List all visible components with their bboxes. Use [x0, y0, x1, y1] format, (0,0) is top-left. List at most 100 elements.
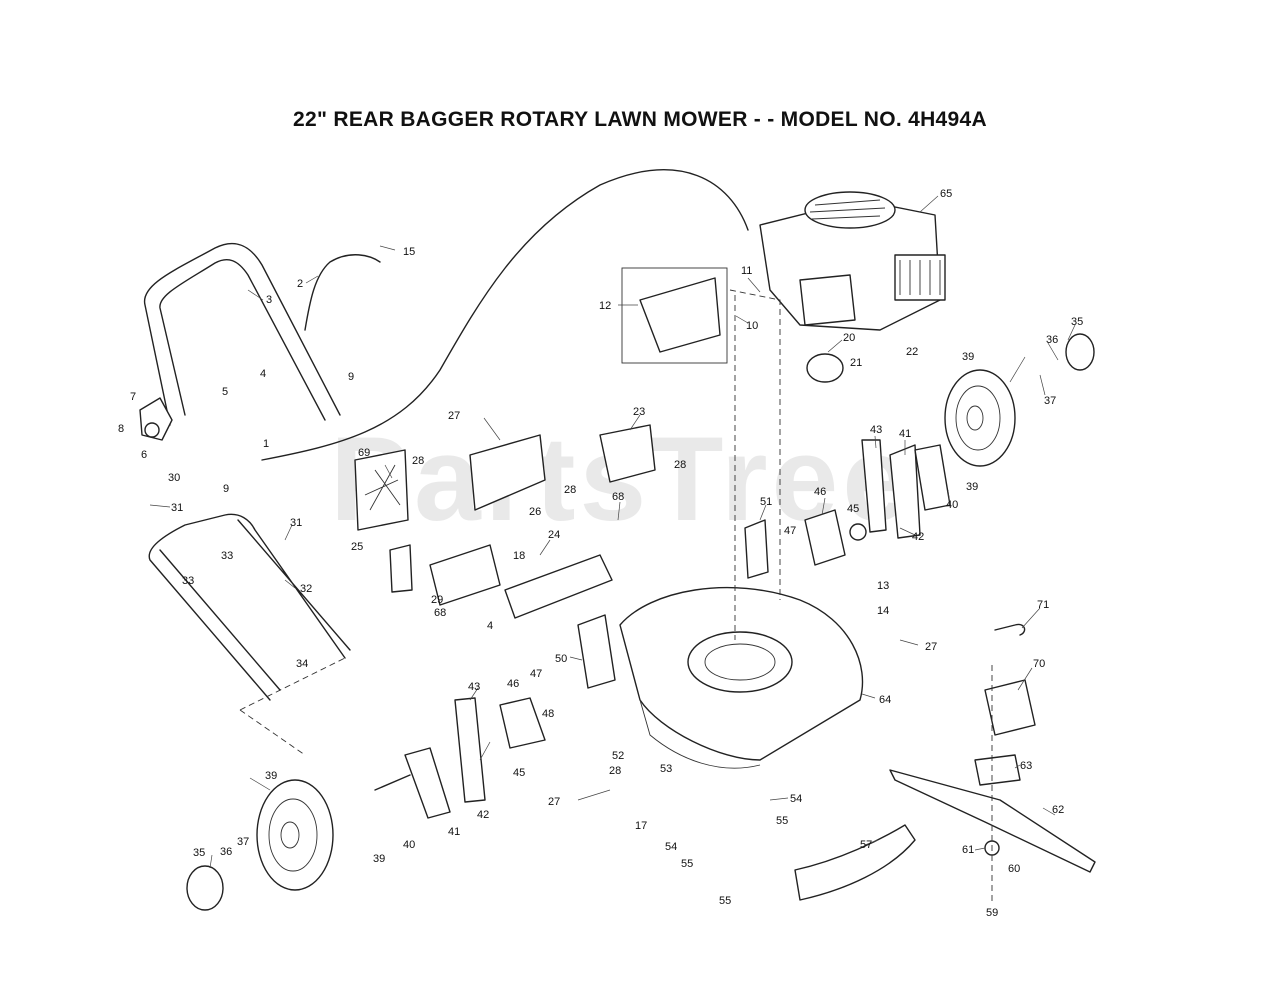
upper-handle	[143, 242, 341, 426]
front-bracket-50	[577, 614, 616, 689]
callout-14: 14	[877, 605, 889, 617]
blade-adapter-guard	[984, 679, 1036, 736]
callout-33-upper: 33	[221, 550, 233, 562]
callout-9-lower: 9	[223, 483, 229, 495]
callout-62: 62	[1052, 804, 1064, 816]
callout-52: 52	[612, 750, 624, 762]
mower-deck	[619, 289, 864, 769]
callout-29: 29	[431, 594, 443, 606]
callout-35-front: 35	[193, 847, 205, 859]
callout-5: 5	[222, 386, 228, 398]
callout-25: 25	[351, 541, 363, 553]
callout-61: 61	[962, 844, 974, 856]
rear-door	[639, 277, 721, 353]
axle-bolt-front	[374, 774, 411, 791]
bag-bracket	[469, 434, 546, 511]
hub-cap-rear	[1065, 333, 1095, 371]
callout-42-front: 42	[477, 809, 489, 821]
callout-46-front: 46	[507, 678, 519, 690]
engine	[759, 191, 946, 331]
deck-baffle	[794, 824, 916, 901]
rear-wheel	[944, 369, 1016, 467]
callout-27-right: 27	[925, 641, 937, 653]
adjuster-knob-rear	[849, 523, 867, 541]
lower-handle	[148, 513, 351, 701]
callout-27-upper: 27	[448, 410, 460, 422]
callout-21: 21	[850, 357, 862, 369]
callout-39-bolt-rear: 39	[966, 481, 978, 493]
callout-51: 51	[760, 496, 772, 508]
callout-20: 20	[843, 332, 855, 344]
callout-41-front: 41	[448, 826, 460, 838]
callout-22: 22	[906, 346, 918, 358]
callout-11: 11	[741, 265, 752, 277]
callout-65: 65	[940, 188, 952, 200]
callout-47-front: 47	[530, 668, 542, 680]
throttle-cable	[261, 169, 749, 461]
callout-28-d: 28	[609, 765, 621, 777]
callout-7: 7	[130, 391, 136, 403]
callout-45-rear: 45	[847, 503, 859, 515]
bail-knob	[144, 422, 160, 438]
adjuster-bracket-rear	[744, 519, 769, 579]
callout-50: 50	[555, 653, 567, 665]
control-cable	[304, 254, 381, 331]
callout-28-b: 28	[674, 459, 686, 471]
callout-labels: 65 15 2 3 11 12 10 20 22 21 35 36 39 37 …	[118, 188, 1083, 919]
adjuster-plate-front	[499, 697, 546, 749]
callout-55-c: 55	[719, 895, 731, 907]
callout-43-front: 43	[468, 681, 480, 693]
blade-adapter	[974, 754, 1021, 786]
callout-31-center: 31	[290, 517, 302, 529]
callout-40-front: 40	[403, 839, 415, 851]
callout-71: 71	[1037, 599, 1049, 611]
callout-59: 59	[986, 907, 998, 919]
callout-33-lower: 33	[182, 575, 194, 587]
callout-64: 64	[879, 694, 891, 706]
rear-door-box	[621, 267, 728, 364]
rear-baffle	[429, 544, 501, 606]
callout-35-rear: 35	[1071, 316, 1083, 328]
callout-2: 2	[297, 278, 303, 290]
callout-4-lower: 4	[487, 620, 493, 632]
callout-13: 13	[877, 580, 889, 592]
callout-41-rear: 41	[899, 428, 911, 440]
callout-3: 3	[266, 294, 272, 306]
leader-lines	[149, 195, 1076, 869]
callout-12: 12	[599, 300, 611, 312]
callout-46-rear: 46	[814, 486, 826, 498]
callout-23: 23	[633, 406, 645, 418]
callout-48: 48	[542, 708, 554, 720]
callout-37-rear: 37	[1044, 395, 1056, 407]
front-wheel	[256, 779, 334, 891]
callout-1: 1	[263, 438, 269, 450]
handle-assembly-outline	[239, 657, 346, 756]
callout-63: 63	[1020, 760, 1032, 772]
callout-43-rear: 43	[870, 424, 882, 436]
callout-10: 10	[746, 320, 758, 332]
callout-60: 60	[1008, 863, 1020, 875]
callout-31-left: 31	[171, 502, 183, 514]
callout-17: 17	[635, 820, 647, 832]
callout-27-lower: 27	[548, 796, 560, 808]
callout-32: 32	[300, 583, 312, 595]
callout-30: 30	[168, 472, 180, 484]
rear-skirt	[504, 554, 613, 619]
hinge-rod-bracket	[389, 544, 413, 593]
callout-54-left: 54	[665, 841, 677, 853]
callout-47-rear: 47	[784, 525, 796, 537]
callout-36-front: 36	[220, 846, 232, 858]
callout-68-upper: 68	[612, 491, 624, 503]
callout-55-a: 55	[776, 815, 788, 827]
callout-40-rear: 40	[946, 499, 958, 511]
callout-28-c: 28	[564, 484, 576, 496]
height-adjuster-lever-front	[454, 697, 486, 803]
callout-70: 70	[1033, 658, 1045, 670]
blade	[889, 769, 1096, 873]
callout-39-bolt-front: 39	[373, 853, 385, 865]
diagram-title: 22" REAR BAGGER ROTARY LAWN MOWER - - MO…	[293, 108, 987, 131]
height-adjuster-lever-rear	[861, 439, 887, 533]
callout-68-lower: 68	[434, 607, 446, 619]
callout-37-front: 37	[237, 836, 249, 848]
